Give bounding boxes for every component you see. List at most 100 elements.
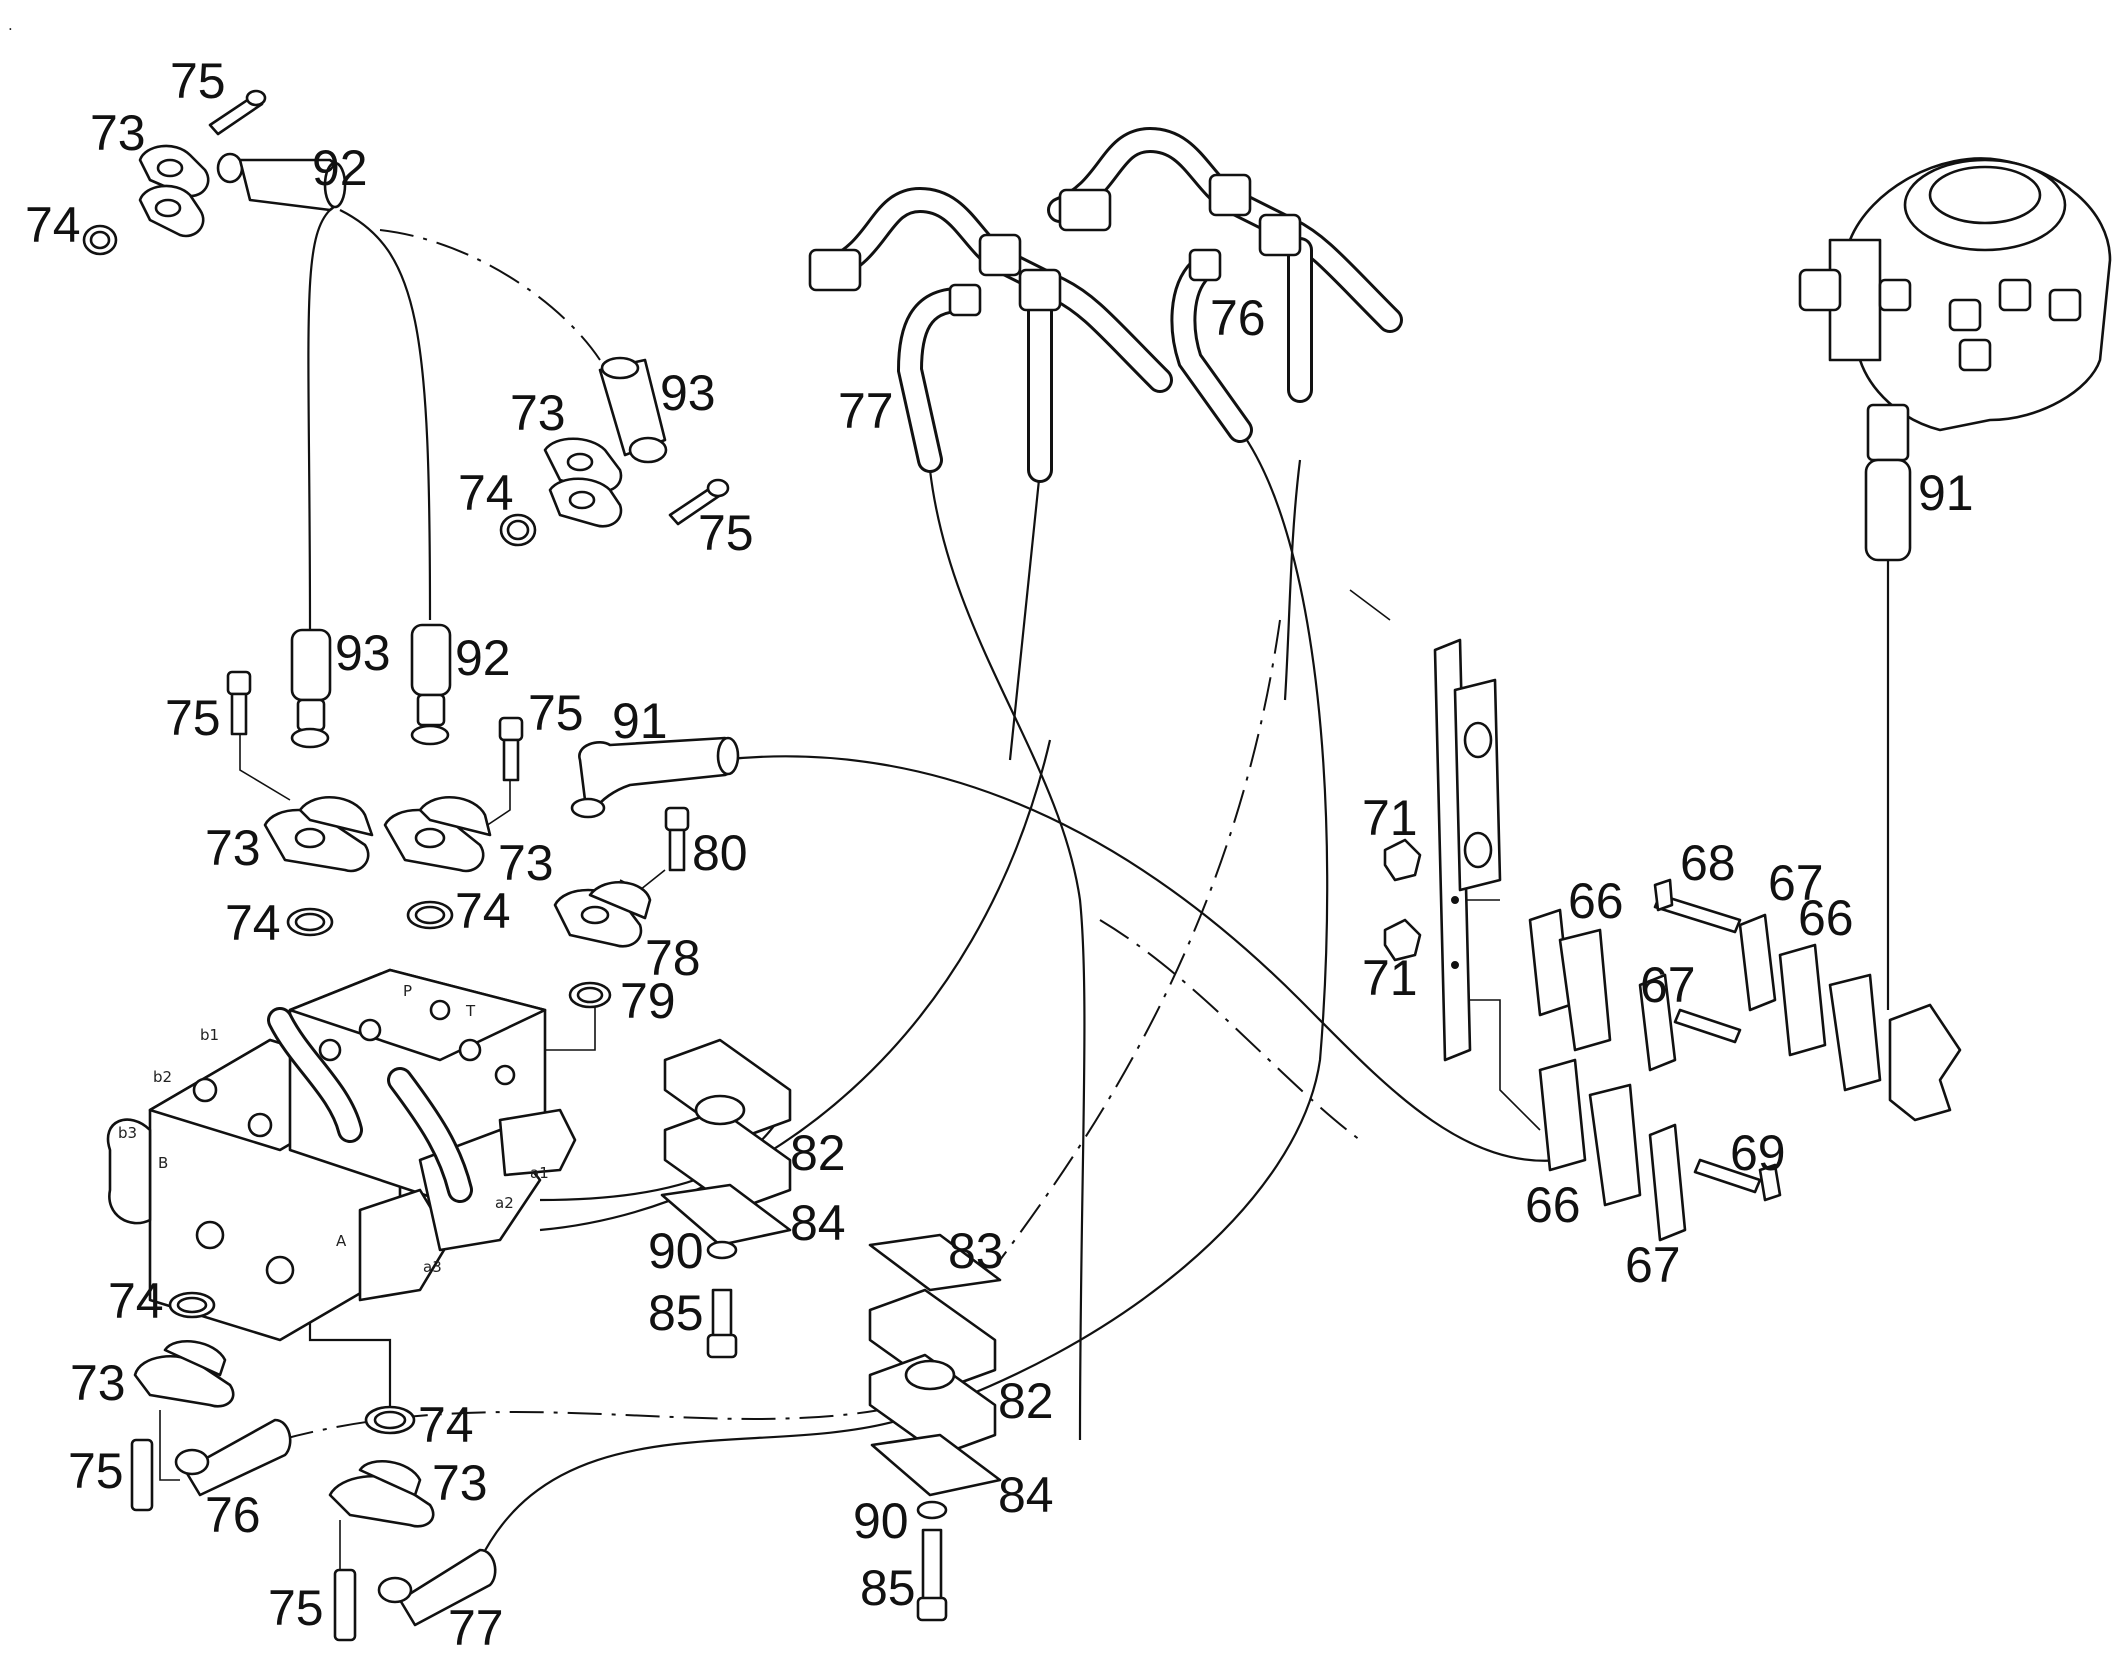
port-label-b3: b3 bbox=[118, 1124, 137, 1142]
callout-label: 73 bbox=[205, 820, 261, 876]
corner-mark: . bbox=[8, 16, 13, 34]
port-label-b1: b1 bbox=[200, 1026, 219, 1044]
o-ring-74-left bbox=[286, 907, 334, 937]
clamp-plate-67-a bbox=[1638, 973, 1677, 1072]
port-label-p: P bbox=[403, 982, 412, 1000]
callout-label: 67 bbox=[1768, 855, 1824, 911]
cap-screw-75-right bbox=[498, 716, 524, 782]
callout-label: 90 bbox=[648, 1223, 704, 1279]
hose-91-right bbox=[1864, 403, 1912, 562]
callout-label: 92 bbox=[455, 630, 511, 686]
hex-nut-71-upper bbox=[1383, 838, 1422, 882]
callout-label: 74 bbox=[455, 883, 511, 939]
callout-label: 75 bbox=[268, 1580, 324, 1636]
callout-label: 91 bbox=[1918, 465, 1974, 521]
callout-label: 74 bbox=[458, 465, 514, 521]
hex-nut-71-lower bbox=[1383, 918, 1422, 962]
clamp-plate-67-b bbox=[1738, 913, 1777, 1012]
clamp-half-66-b bbox=[1778, 943, 1882, 1092]
callout-label: 83 bbox=[948, 1223, 1004, 1279]
hose-end-92-top bbox=[216, 152, 347, 212]
clamp-plate-67-c bbox=[1648, 1123, 1687, 1242]
callout-label: 73 bbox=[70, 1355, 126, 1411]
callout-label: 76 bbox=[205, 1487, 261, 1543]
port-label-b: B bbox=[158, 1154, 168, 1172]
callout-label: 82 bbox=[998, 1373, 1054, 1429]
fitting-77-top bbox=[808, 233, 1062, 317]
callout-label: 66 bbox=[1525, 1177, 1581, 1233]
split-flange-78 bbox=[553, 881, 652, 948]
callout-label: 73 bbox=[510, 385, 566, 441]
top-left-flange-group bbox=[82, 89, 347, 256]
clamp-half-66-c bbox=[1538, 1058, 1642, 1207]
callout-label: 73 bbox=[90, 105, 146, 161]
callout-label: 85 bbox=[860, 1560, 916, 1616]
mount-plate bbox=[1888, 1003, 1962, 1122]
callout-label: 73 bbox=[432, 1455, 488, 1511]
o-ring-74-mid bbox=[499, 513, 537, 547]
cap-screw-75-top bbox=[208, 89, 267, 136]
flange-clamp-73-mid bbox=[543, 437, 623, 528]
bolt-69 bbox=[1693, 1158, 1782, 1202]
mounting-bracket bbox=[1433, 638, 1502, 1062]
callout-label: 73 bbox=[498, 835, 554, 891]
callout-label: 67 bbox=[1625, 1237, 1681, 1293]
callout-label: 68 bbox=[1680, 835, 1736, 891]
cap-screw-75-mid bbox=[668, 478, 730, 526]
clamp-stack-82-lower bbox=[868, 1233, 1002, 1622]
port-label-b2: b2 bbox=[153, 1068, 172, 1086]
callout-label: 90 bbox=[853, 1493, 909, 1549]
hose-end-93-lower bbox=[290, 628, 332, 749]
flange-clamp-73-left bbox=[263, 796, 374, 873]
callout-label: 75 bbox=[528, 685, 584, 741]
callout-label: 75 bbox=[68, 1443, 124, 1499]
top-tee-hose-assemblies bbox=[808, 126, 1403, 483]
callout-label: 75 bbox=[170, 53, 226, 109]
bolt-67-lower bbox=[1673, 1008, 1742, 1044]
clamp-stack-82-upper bbox=[660, 1038, 792, 1359]
callout-label: 82 bbox=[790, 1125, 846, 1181]
callout-label: 93 bbox=[335, 625, 391, 681]
clamp-half-66-a bbox=[1528, 908, 1612, 1052]
callout-label: 74 bbox=[418, 1397, 474, 1453]
flange-clamp-73-right bbox=[383, 796, 492, 873]
callout-label: 91 bbox=[612, 693, 668, 749]
callout-label: 78 bbox=[645, 930, 701, 986]
callout-label: 85 bbox=[648, 1285, 704, 1341]
callout-label: 71 bbox=[1362, 950, 1418, 1006]
callout-label: 84 bbox=[790, 1195, 846, 1251]
callout-label: 74 bbox=[225, 895, 281, 951]
callout-label: 80 bbox=[692, 825, 748, 881]
port-label-a2: a2 bbox=[495, 1194, 514, 1212]
callout-label: 92 bbox=[312, 140, 368, 196]
port-label-group: P T b1 b2 b3 B A a1 a2 a3 bbox=[118, 982, 549, 1276]
lower-left-fittings bbox=[130, 1291, 497, 1642]
callout-label: 93 bbox=[660, 365, 716, 421]
cap-screw-75-left bbox=[226, 670, 252, 736]
callout-label: 77 bbox=[448, 1600, 504, 1656]
callout-label: 69 bbox=[1730, 1125, 1786, 1181]
fitting-76-top bbox=[1058, 173, 1302, 282]
port-label-a: A bbox=[336, 1232, 347, 1250]
callout-label: 77 bbox=[838, 383, 894, 439]
port-label-a3: a3 bbox=[423, 1258, 442, 1276]
o-ring-79 bbox=[568, 981, 612, 1009]
callout-label: 75 bbox=[165, 690, 221, 746]
hose-end-92-lower bbox=[410, 623, 452, 746]
callout-label: 66 bbox=[1798, 890, 1854, 946]
control-valve-block: P T b1 b2 b3 B A a1 a2 a3 bbox=[106, 968, 577, 1342]
callout-label: 66 bbox=[1568, 873, 1624, 929]
o-ring-74-top bbox=[82, 224, 118, 256]
callout-label: 79 bbox=[620, 973, 676, 1029]
pilot-valve-assembly bbox=[1798, 157, 2112, 432]
callout-labels: 75 73 74 92 93 73 74 75 77 76 91 93 92 7… bbox=[25, 53, 1974, 1656]
hose-routing-lines bbox=[279, 209, 1890, 1561]
port-label-a1: a1 bbox=[530, 1164, 549, 1182]
callout-label: 74 bbox=[108, 1273, 164, 1329]
hose-end-93-mid bbox=[598, 356, 668, 464]
callout-label: 74 bbox=[25, 197, 81, 253]
callout-label: 71 bbox=[1362, 790, 1418, 846]
bolt-68 bbox=[1653, 878, 1742, 934]
flange-clamp-73-top bbox=[138, 144, 210, 238]
